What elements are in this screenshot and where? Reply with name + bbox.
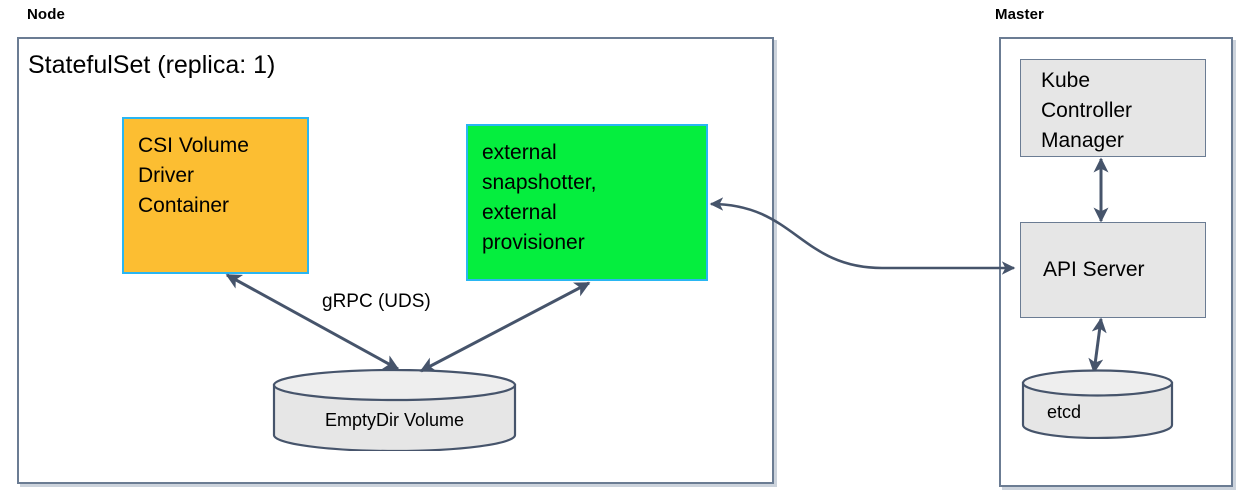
cylinder-shape <box>272 369 517 451</box>
api-server-label: API Server <box>1043 258 1145 281</box>
kube-controller-manager-label: Kube Controller Manager <box>1041 69 1133 152</box>
statefulset-title: StatefulSet (replica: 1) <box>28 51 276 79</box>
external-sidecars-box[interactable]: external snapshotter, external provision… <box>466 124 708 281</box>
master-group-label: Master <box>995 6 1044 23</box>
etcd-cylinder[interactable]: etcd <box>1021 369 1174 439</box>
emptydir-volume-cylinder[interactable]: EmptyDir Volume <box>272 369 517 451</box>
grpc-uds-edge-label: gRPC (UDS) <box>322 291 431 312</box>
csi-volume-driver-container[interactable]: CSI Volume Driver Container <box>122 117 309 274</box>
emptydir-volume-label: EmptyDir Volume <box>324 410 465 430</box>
node-group-label: Node <box>27 6 65 23</box>
csi-volume-driver-label: CSI Volume Driver Container <box>138 134 249 217</box>
etcd-label: etcd <box>1047 402 1082 422</box>
cylinder-shape <box>1021 369 1174 439</box>
external-sidecars-label: external snapshotter, external provision… <box>482 141 597 254</box>
api-server-box[interactable]: API Server <box>1020 222 1206 318</box>
kube-controller-manager-box[interactable]: Kube Controller Manager <box>1020 59 1206 157</box>
